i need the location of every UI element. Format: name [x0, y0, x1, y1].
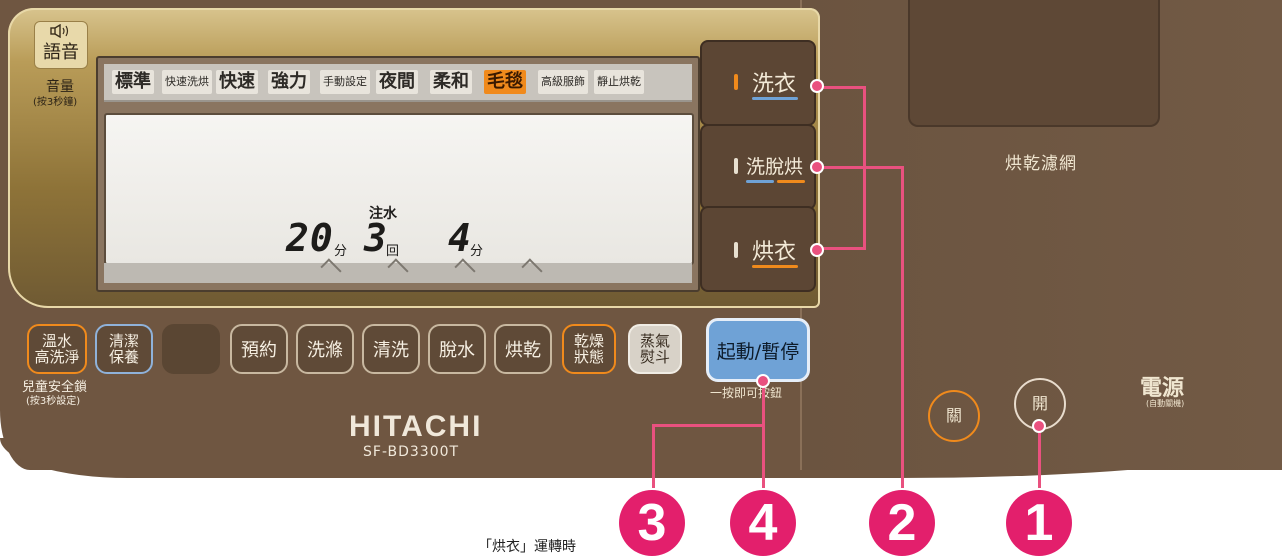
- step-marker-3: 3: [619, 490, 685, 556]
- line-to-marker-1: [1038, 426, 1041, 488]
- rinse-button[interactable]: 清洗: [362, 324, 420, 374]
- mode-standard: 標準: [112, 70, 154, 94]
- power-off-button[interactable]: 關: [928, 390, 980, 442]
- mode-static-dry: 靜止烘乾: [594, 70, 644, 94]
- clean-care-line1: 清潔: [108, 332, 139, 350]
- wash-time: 20: [286, 216, 334, 260]
- clean-care-line2: 保養: [108, 348, 139, 366]
- voice-label: 語音: [43, 42, 79, 63]
- course-wash-button[interactable]: 洗衣: [700, 40, 816, 126]
- pointer-dot-wash: [810, 79, 824, 93]
- mode-bar: 標準 快速洗烘 快速 強力 手動設定 夜間 柔和 毛毯 高級服飾 靜止烘乾: [104, 64, 692, 102]
- lcd-screen: [104, 113, 694, 265]
- wash-button[interactable]: 洗滌: [296, 324, 354, 374]
- pointer-dot-wash-dry: [810, 160, 824, 174]
- rinse-count: 3: [364, 216, 388, 260]
- speaker-icon: [35, 23, 87, 43]
- wash-dry-underline-orange: [777, 180, 805, 183]
- spin-button[interactable]: 脫水: [428, 324, 486, 374]
- lcd-indicator-strip: [104, 263, 692, 283]
- dry-underline: [752, 265, 798, 268]
- warm-wash-line2: 高洗淨: [34, 348, 80, 366]
- step-marker-2: 2: [869, 490, 935, 556]
- dry-button[interactable]: 烘乾: [494, 324, 552, 374]
- warm-wash-button[interactable]: 溫水 高洗淨: [27, 324, 87, 374]
- course-wash-dry-button[interactable]: 洗脫烘: [700, 124, 816, 210]
- child-lock-hint: (按3秒設定): [26, 396, 81, 407]
- warm-wash-line1: 溫水: [41, 332, 72, 350]
- child-lock-label: 兒童安全鎖: [22, 380, 88, 395]
- wash-dry-led: [734, 158, 738, 174]
- model-number: SF-BD3300T: [363, 444, 460, 460]
- rinse-count-unit: 回: [386, 244, 400, 259]
- line-to-marker-3: [652, 424, 765, 488]
- wash-time-unit: 分: [334, 244, 348, 259]
- mode-manual: 手動設定: [320, 70, 370, 94]
- mode-blanket: 毛毯: [484, 70, 526, 94]
- dry-led: [734, 242, 738, 258]
- steam-line1: 蒸氣: [639, 332, 670, 350]
- dry-state-line2: 狀態: [573, 348, 604, 366]
- wash-dry-underline-blue: [746, 180, 774, 183]
- brand-logo: HITACHI: [349, 410, 483, 443]
- line-to-marker-4: [762, 382, 765, 488]
- clean-care-button[interactable]: 清潔 保養: [95, 324, 153, 374]
- steam-iron-button[interactable]: 蒸氣 熨斗: [628, 324, 682, 374]
- course-wash-dry-label: 洗脫烘: [746, 156, 804, 178]
- wash-underline: [752, 97, 798, 100]
- volume-caption: 音量: [46, 79, 74, 95]
- mode-quick: 快速: [216, 70, 258, 94]
- step-marker-1: 1: [1006, 490, 1072, 556]
- one-touch-label: 一按即可按鈕: [710, 386, 783, 400]
- steam-line2: 熨斗: [639, 348, 670, 366]
- line-wash-dry: [816, 166, 904, 169]
- pointer-dot-power: [1032, 419, 1046, 433]
- step-marker-4: 4: [730, 490, 796, 556]
- reserve-button[interactable]: 預約: [230, 324, 288, 374]
- lcd-status: 注水: [369, 206, 397, 222]
- mode-night: 夜間: [376, 70, 418, 94]
- dry-state-line1: 乾燥: [573, 332, 604, 350]
- spin-time: 4: [448, 216, 472, 260]
- course-dry-label: 烘衣: [752, 240, 797, 265]
- mode-strong: 強力: [268, 70, 310, 94]
- volume-hint: (按3秒鐘): [33, 97, 78, 108]
- note-label: 「烘衣」運轉時: [478, 539, 576, 555]
- filter-label: 烘乾濾網: [1005, 154, 1077, 174]
- mode-gentle: 柔和: [430, 70, 472, 94]
- spin-time-unit: 分: [470, 244, 484, 259]
- power-title: 電源: [1140, 376, 1185, 401]
- wash-led: [734, 74, 738, 90]
- mode-quick-wash-dry: 快速洗烘: [162, 70, 212, 94]
- course-dry-button[interactable]: 烘衣: [700, 206, 816, 292]
- blank-button: [162, 324, 220, 374]
- power-subtitle: (自動關機): [1146, 399, 1185, 408]
- start-pause-button[interactable]: 起動/暫停: [706, 318, 810, 382]
- course-wash-label: 洗衣: [752, 72, 797, 97]
- voice-button[interactable]: 語音: [34, 21, 88, 69]
- pointer-dot-dry: [810, 243, 824, 257]
- mode-premium: 高級服飾: [538, 70, 588, 94]
- dry-state-button[interactable]: 乾燥 狀態: [562, 324, 616, 374]
- pointer-dot-start: [756, 374, 770, 388]
- line-to-marker-2: [901, 166, 904, 488]
- filter-window: [908, 0, 1160, 127]
